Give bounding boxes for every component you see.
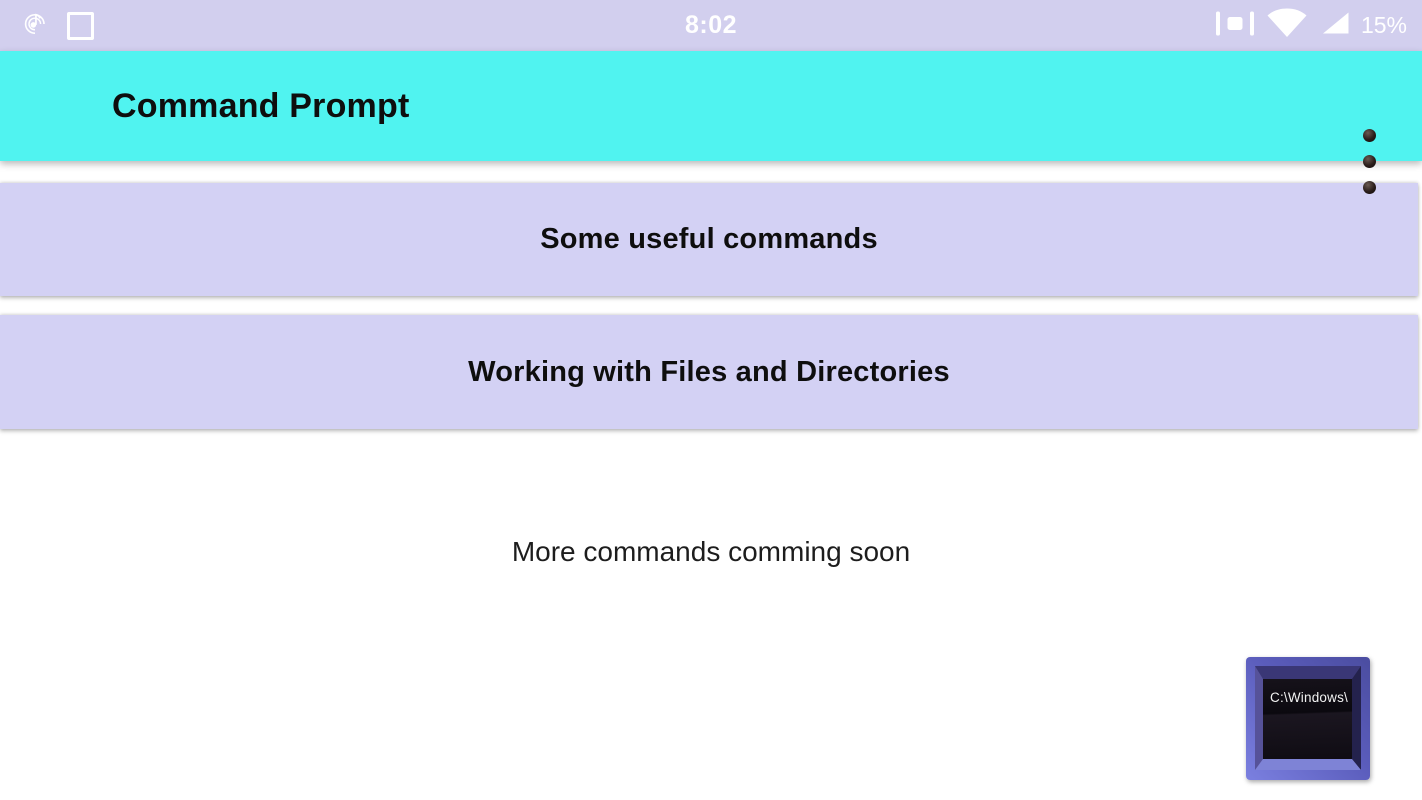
battery-percentage: 15%: [1360, 12, 1407, 38]
vibrate-icon: [1215, 11, 1254, 41]
square-notification-icon: [67, 11, 94, 40]
status-bar-left-icons: [20, 0, 94, 51]
overflow-dot-icon: [1363, 181, 1376, 194]
page-title: Command Prompt: [112, 86, 410, 125]
overflow-dot-icon: [1363, 129, 1376, 142]
cellular-signal-icon: [1320, 12, 1350, 39]
status-bar: 8:02 15%: [0, 0, 1422, 51]
useful-commands-button[interactable]: Some useful commands: [0, 183, 1418, 296]
app-bar: Command Prompt: [0, 51, 1422, 194]
overflow-dot-icon: [1363, 155, 1376, 168]
terminal-prompt-text: C:\Windows\: [1270, 690, 1348, 705]
music-notification-icon: [20, 8, 49, 43]
files-directories-button[interactable]: Working with Files and Directories: [0, 315, 1418, 429]
terminal-screen-icon: C:\Windows\: [1263, 679, 1352, 759]
status-bar-right-icons: 15%: [1215, 0, 1407, 51]
coming-soon-note: More commands comming soon: [511, 536, 911, 567]
status-bar-clock: 8:02: [684, 11, 738, 39]
command-prompt-app-icon[interactable]: C:\Windows\: [1246, 657, 1370, 780]
monitor-bevel: C:\Windows\: [1255, 666, 1361, 770]
wifi-icon: [1265, 8, 1309, 43]
overflow-menu-button[interactable]: [1360, 129, 1379, 194]
